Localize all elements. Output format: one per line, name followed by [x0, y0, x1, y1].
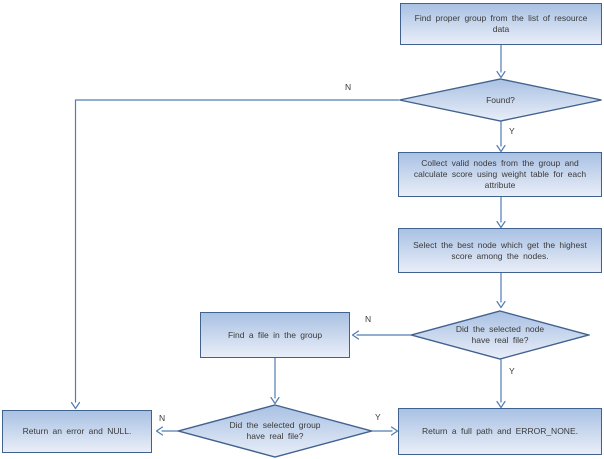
diamond-shape — [177, 404, 373, 458]
connector-group-file-n-to-return-error — [155, 426, 179, 436]
node-select-best-node: Select the best node which get the highe… — [398, 228, 602, 273]
connector-select-to-node-file — [496, 272, 506, 309]
node-return-full-path-label: Return a full path and ERROR_NONE. — [422, 426, 578, 436]
node-return-error: Return an error and NULL. — [2, 410, 152, 453]
node-find-file-in-group-label: Find a file in the group — [227, 329, 323, 340]
edge-label-group-file-n: N — [159, 413, 166, 423]
connector-collect-to-select — [496, 196, 506, 229]
node-collect-valid-nodes: Collect valid nodes from the group and c… — [398, 152, 602, 197]
node-select-best-node-label: Select the best node which get the highe… — [413, 239, 587, 261]
decision-node-has-real-file: Did the selected node have real file? — [410, 310, 590, 360]
decision-node-has-real-file-label: Did the selected node have real file? — [455, 324, 545, 345]
decision-group-has-real-file-label: Did the selected group have real file? — [229, 420, 321, 441]
node-collect-valid-nodes-label: Collect valid nodes from the group and c… — [413, 158, 587, 190]
node-return-full-path: Return a full path and ERROR_NONE. — [398, 408, 602, 455]
decision-group-has-real-file: Did the selected group have real file? — [177, 404, 373, 458]
decision-found: Found? — [398, 78, 603, 122]
diamond-shape — [410, 310, 590, 360]
connector-node-file-n-to-find-file — [351, 330, 411, 340]
decision-found-label: Found? — [486, 94, 515, 105]
diamond-shape — [399, 78, 602, 122]
connector-found-y-to-collect — [496, 121, 506, 153]
connector-node-file-y-to-return-path — [496, 359, 506, 409]
edge-label-node-file-n: N — [365, 314, 372, 324]
node-find-file-in-group: Find a file in the group — [200, 312, 350, 358]
connector-group-file-y-to-return-path — [372, 426, 399, 436]
edge-label-node-file-y: Y — [509, 366, 515, 376]
edge-label-found-y: Y — [509, 126, 515, 136]
edge-label-found-n: N — [345, 82, 352, 92]
node-find-proper-group: Find proper group from the list of resou… — [400, 3, 602, 45]
connector-found-n-to-return-error — [70, 99, 400, 410]
connector-start-to-found — [496, 44, 506, 79]
connector-find-file-to-group-file — [270, 357, 280, 405]
edge-label-group-file-y: Y — [375, 412, 381, 422]
node-find-proper-group-label: Find proper group from the list of resou… — [414, 13, 588, 34]
node-return-error-label: Return an error and NULL. — [22, 426, 132, 436]
